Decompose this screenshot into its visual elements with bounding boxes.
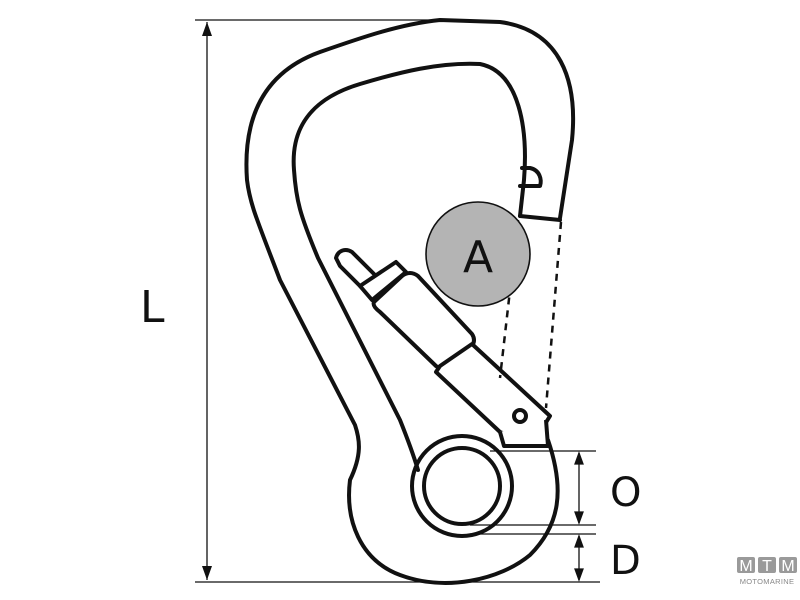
logo-letter-3: M <box>781 558 794 575</box>
carabiner-gate <box>334 248 552 448</box>
eye-dimensions <box>470 450 596 582</box>
carabiner-eye <box>410 434 514 538</box>
length-label: L <box>140 282 165 333</box>
logo-letter-2: T <box>762 558 772 575</box>
logo-subtitle: MOTOMARINE <box>740 577 795 586</box>
detail-a-label: A <box>463 232 493 283</box>
material-diameter-label: D <box>610 538 641 584</box>
eye-opening-label: O <box>610 470 641 516</box>
detail-a-callout: A <box>425 201 531 307</box>
carabiner-body <box>244 18 576 585</box>
logo-letter-1: M <box>739 558 752 575</box>
length-dimension <box>195 19 600 583</box>
motomarine-logo: M T M MOTOMARINE <box>737 557 797 586</box>
